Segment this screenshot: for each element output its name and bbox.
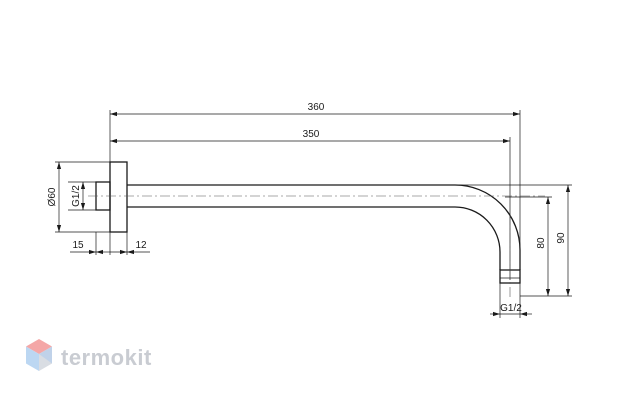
dim-12-label: 12 <box>135 240 147 251</box>
termokit-logo-icon <box>26 339 52 371</box>
shower-arm <box>95 161 521 284</box>
centerlines <box>88 195 545 300</box>
dim-80-label: 80 <box>536 237 547 249</box>
arm-lower-edge <box>127 206 501 270</box>
dim-15-label: 15 <box>72 240 84 251</box>
dim-90-label: 90 <box>556 232 567 244</box>
dim-360-label: 360 <box>308 102 325 113</box>
wall-flange <box>109 161 128 233</box>
dim-350-label: 350 <box>303 129 320 140</box>
extension-lines <box>55 110 572 318</box>
dim-inlet-thread-label: G1/2 <box>71 185 82 207</box>
dim-outlet-thread-label: G1/2 <box>500 303 522 314</box>
dim-diameter-label: Ø60 <box>47 187 58 206</box>
dimension-lines <box>56 111 571 317</box>
watermark-brand: termokit <box>61 345 152 370</box>
arm-upper-edge <box>127 184 521 270</box>
